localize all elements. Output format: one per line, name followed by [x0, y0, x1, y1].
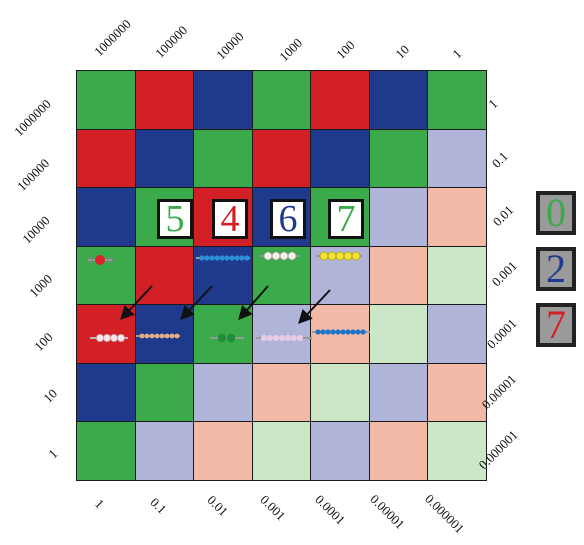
bead-bar-lilac	[256, 335, 312, 341]
arrow-1	[122, 286, 152, 318]
bead-bar-1	[88, 255, 113, 265]
arrow-3	[240, 286, 268, 318]
bead-bar-10	[196, 255, 250, 260]
bead-bar-tan	[136, 334, 180, 339]
bead-bar-4	[260, 252, 300, 260]
bead-bar-blue	[312, 329, 370, 334]
bead-bar-pink-white	[90, 334, 128, 341]
bead-bar-2	[210, 334, 244, 342]
bead-bar-5	[316, 252, 362, 260]
arrow-2	[182, 286, 212, 318]
arrow-4	[300, 290, 330, 322]
